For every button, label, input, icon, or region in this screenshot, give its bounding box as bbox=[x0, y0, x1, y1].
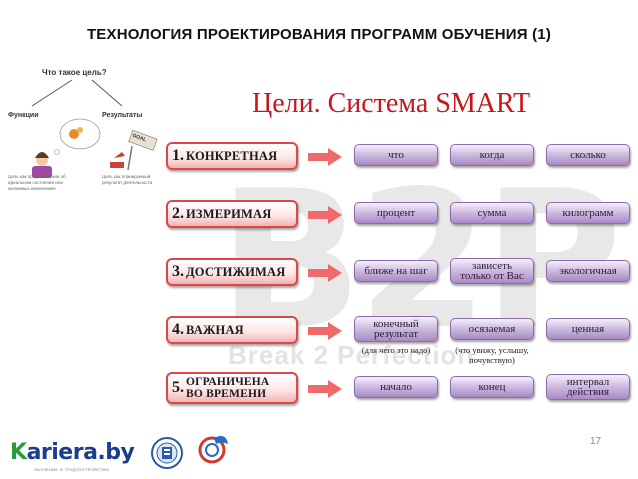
slide-title: ТЕХНОЛОГИЯ ПРОЕКТИРОВАНИЯ ПРОГРАММ ОБУЧЕ… bbox=[86, 26, 552, 43]
criterion-label: ДОСТИЖИМАЯ bbox=[186, 264, 286, 279]
logo-name: ariera.by bbox=[26, 440, 135, 465]
right-arrow-icon bbox=[308, 148, 342, 166]
example-pill: начало bbox=[354, 376, 438, 398]
criterion-box: 2. ИЗМЕРИМАЯ bbox=[166, 200, 298, 228]
smart-row-specific: 1. КОНКРЕТНАЯ что когда сколько bbox=[166, 140, 636, 176]
example-pill: сумма bbox=[450, 202, 534, 224]
mini-diagram-drawing bbox=[31, 79, 158, 178]
criterion-box: 4. ВАЖНАЯ bbox=[166, 316, 298, 344]
example-pill: осязаемая bbox=[450, 318, 534, 340]
criterion-box: 3. ДОСТИЖИМАЯ bbox=[166, 258, 298, 286]
watermark-slogan: Break 2 Perfection bbox=[228, 340, 475, 370]
smart-row-relevant: 4. ВАЖНАЯ конечный результат осязаемая ц… bbox=[166, 314, 636, 365]
pill-note: (для чего это надо) bbox=[361, 345, 431, 355]
example-pill: когда bbox=[450, 144, 534, 166]
mini-right-note: Цель как планируемый результат деятельно… bbox=[102, 174, 153, 185]
example-pill: ценная bbox=[546, 318, 630, 340]
university-emblem-icon bbox=[151, 437, 183, 469]
criterion-number: 4. bbox=[172, 321, 184, 338]
smart-row-achievable: 3. ДОСТИЖИМАЯ ближе на шаг зависеть толь… bbox=[166, 256, 636, 292]
criterion-box: 5. ОГРАНИЧЕНА ВО ВРЕМЕНИ bbox=[166, 372, 298, 404]
example-pill: интервал действия bbox=[546, 374, 630, 400]
smart-heading: Цели. Система SMART bbox=[252, 88, 531, 119]
right-arrow-icon bbox=[308, 206, 342, 224]
institute-emblem-icon bbox=[198, 436, 228, 464]
page-number: 17 bbox=[590, 436, 602, 447]
right-arrow-icon bbox=[308, 264, 342, 282]
smart-row-time-bound: 5. ОГРАНИЧЕНА ВО ВРЕМЕНИ начало конец ин… bbox=[166, 372, 636, 408]
logo-prefix: K bbox=[10, 440, 27, 465]
criterion-label: ИЗМЕРИМАЯ bbox=[186, 206, 272, 221]
right-arrow-icon bbox=[308, 380, 342, 398]
smart-row-measurable: 2. ИЗМЕРИМАЯ процент сумма килограмм bbox=[166, 198, 636, 234]
right-arrow-icon bbox=[308, 322, 342, 340]
pill-note: (что увижу, услышу, почувствую) bbox=[455, 345, 529, 365]
example-pill: зависеть только от Вас bbox=[450, 258, 534, 284]
criterion-number: 1. bbox=[172, 147, 184, 164]
logo-tagline: ОБУЧЕНИЕ И ТРУДОУСТРОЙСТВО bbox=[34, 467, 110, 472]
mini-diagram-title: Что такое цель? bbox=[42, 68, 107, 77]
criterion-box: 1. КОНКРЕТНАЯ bbox=[166, 142, 298, 170]
criterion-number: 5. bbox=[172, 379, 184, 396]
criterion-label: ОГРАНИЧЕНА ВО ВРЕМЕНИ bbox=[186, 376, 270, 400]
criterion-number: 2. bbox=[172, 205, 184, 222]
criterion-label: КОНКРЕТНАЯ bbox=[186, 148, 278, 163]
mini-left-label: Функции bbox=[8, 112, 39, 119]
example-pill: процент bbox=[354, 202, 438, 224]
goal-mini-diagram: Что такое цель? Функции Результаты GOAL … bbox=[2, 62, 162, 202]
example-pill: конец bbox=[450, 376, 534, 398]
example-pill: килограмм bbox=[546, 202, 630, 224]
criterion-label: ВАЖНАЯ bbox=[186, 322, 244, 337]
example-pill: что bbox=[354, 144, 438, 166]
kariera-logo: Kariera.by ОБУЧЕНИЕ И ТРУДОУСТРОЙСТВО bbox=[10, 440, 135, 472]
example-pill: конечный результат bbox=[354, 316, 438, 342]
example-pill: экологичная bbox=[546, 260, 630, 282]
mini-right-label: Результаты bbox=[102, 112, 143, 119]
mini-left-note: Цель как представление об идеальном сост… bbox=[8, 174, 66, 191]
example-pill: ближе на шаг bbox=[354, 260, 438, 282]
criterion-number: 3. bbox=[172, 263, 184, 280]
example-pill: сколько bbox=[546, 144, 630, 166]
